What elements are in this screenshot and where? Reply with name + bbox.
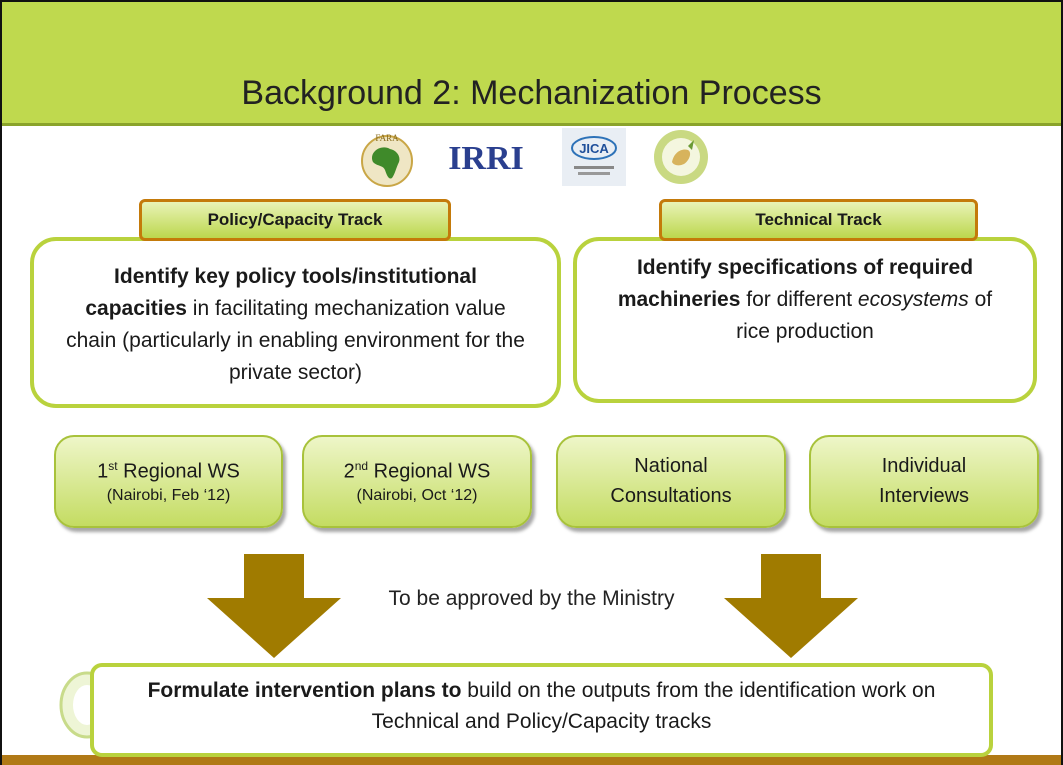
workshop-2-num: 2 (343, 460, 355, 483)
down-arrow-right-icon (724, 554, 858, 658)
bottom-strip (2, 755, 1061, 765)
workshop-box-4: Individual Interviews (809, 435, 1039, 528)
technical-track-italic: ecosystems (857, 288, 969, 311)
down-arrow-left-icon (207, 554, 341, 658)
workshop-1-num: 1 (97, 460, 109, 483)
workshop-2-title: 2nd Regional WS (304, 453, 530, 485)
technical-track-text: Identify specifications of required mach… (577, 252, 1033, 348)
workshop-3-line1: National (634, 455, 708, 477)
policy-track-label: Policy/Capacity Track (139, 199, 451, 241)
title-bar: Background 2: Mechanization Process (2, 2, 1061, 123)
workshop-3-line2: Consultations (610, 485, 732, 507)
workshop-1-sub: (Nairobi, Feb ‘12) (106, 486, 231, 504)
technical-track-rest-before: for different (740, 288, 858, 311)
technical-track-panel: Identify specifications of required mach… (573, 237, 1037, 403)
jica-logo-text: JICA (579, 141, 609, 156)
policy-track-rest: in facilitating mechanization value chai… (66, 297, 525, 384)
policy-track-panel: Identify key policy tools/institutional … (30, 237, 561, 408)
slide-title: Background 2: Mechanization Process (241, 74, 822, 112)
final-rest: build on the outputs from the identifica… (371, 679, 936, 733)
final-bold: Formulate intervention plans to (147, 679, 462, 702)
fara-logo-icon: FARA (361, 133, 413, 187)
workshop-1-label: Regional WS (117, 460, 240, 483)
approval-text: To be approved by the Ministry (388, 587, 675, 610)
workshop-2-label: Regional WS (368, 460, 491, 483)
technical-track-bold: Identify specifications of required mach… (617, 256, 974, 311)
technical-track-rest-after: of rice production (736, 288, 993, 343)
workshop-box-1: 1st Regional WS (Nairobi, Feb ‘12) (54, 435, 283, 528)
workshop-box-3: National Consultations (556, 435, 786, 528)
final-text: Formulate intervention plans to build on… (94, 667, 989, 737)
workshop-1-title: 1st Regional WS (56, 453, 281, 485)
agra-logo-icon (654, 130, 708, 184)
final-box: Formulate intervention plans to build on… (90, 663, 993, 757)
policy-track-bold: Identify key policy tools/institutional … (85, 265, 477, 320)
technical-track-label: Technical Track (659, 199, 978, 241)
partner-logos: FARA IRRI JICA (356, 128, 716, 188)
title-divider (2, 123, 1061, 126)
workshop-4-line2: Interviews (878, 485, 970, 507)
workshop-1-sup: st (108, 459, 118, 473)
workshop-2-sup: nd (354, 459, 369, 473)
jica-logo-icon: JICA (562, 128, 626, 186)
fara-logo-text: FARA (375, 133, 399, 143)
workshop-2-sub: (Nairobi, Oct ‘12) (356, 486, 478, 504)
policy-track-text: Identify key policy tools/institutional … (34, 261, 557, 389)
workshop-box-2: 2nd Regional WS (Nairobi, Oct ‘12) (302, 435, 532, 528)
workshop-4-line1: Individual (881, 455, 967, 477)
irri-logo-text: IRRI (448, 140, 524, 177)
irri-logo-icon: IRRI (448, 140, 524, 177)
